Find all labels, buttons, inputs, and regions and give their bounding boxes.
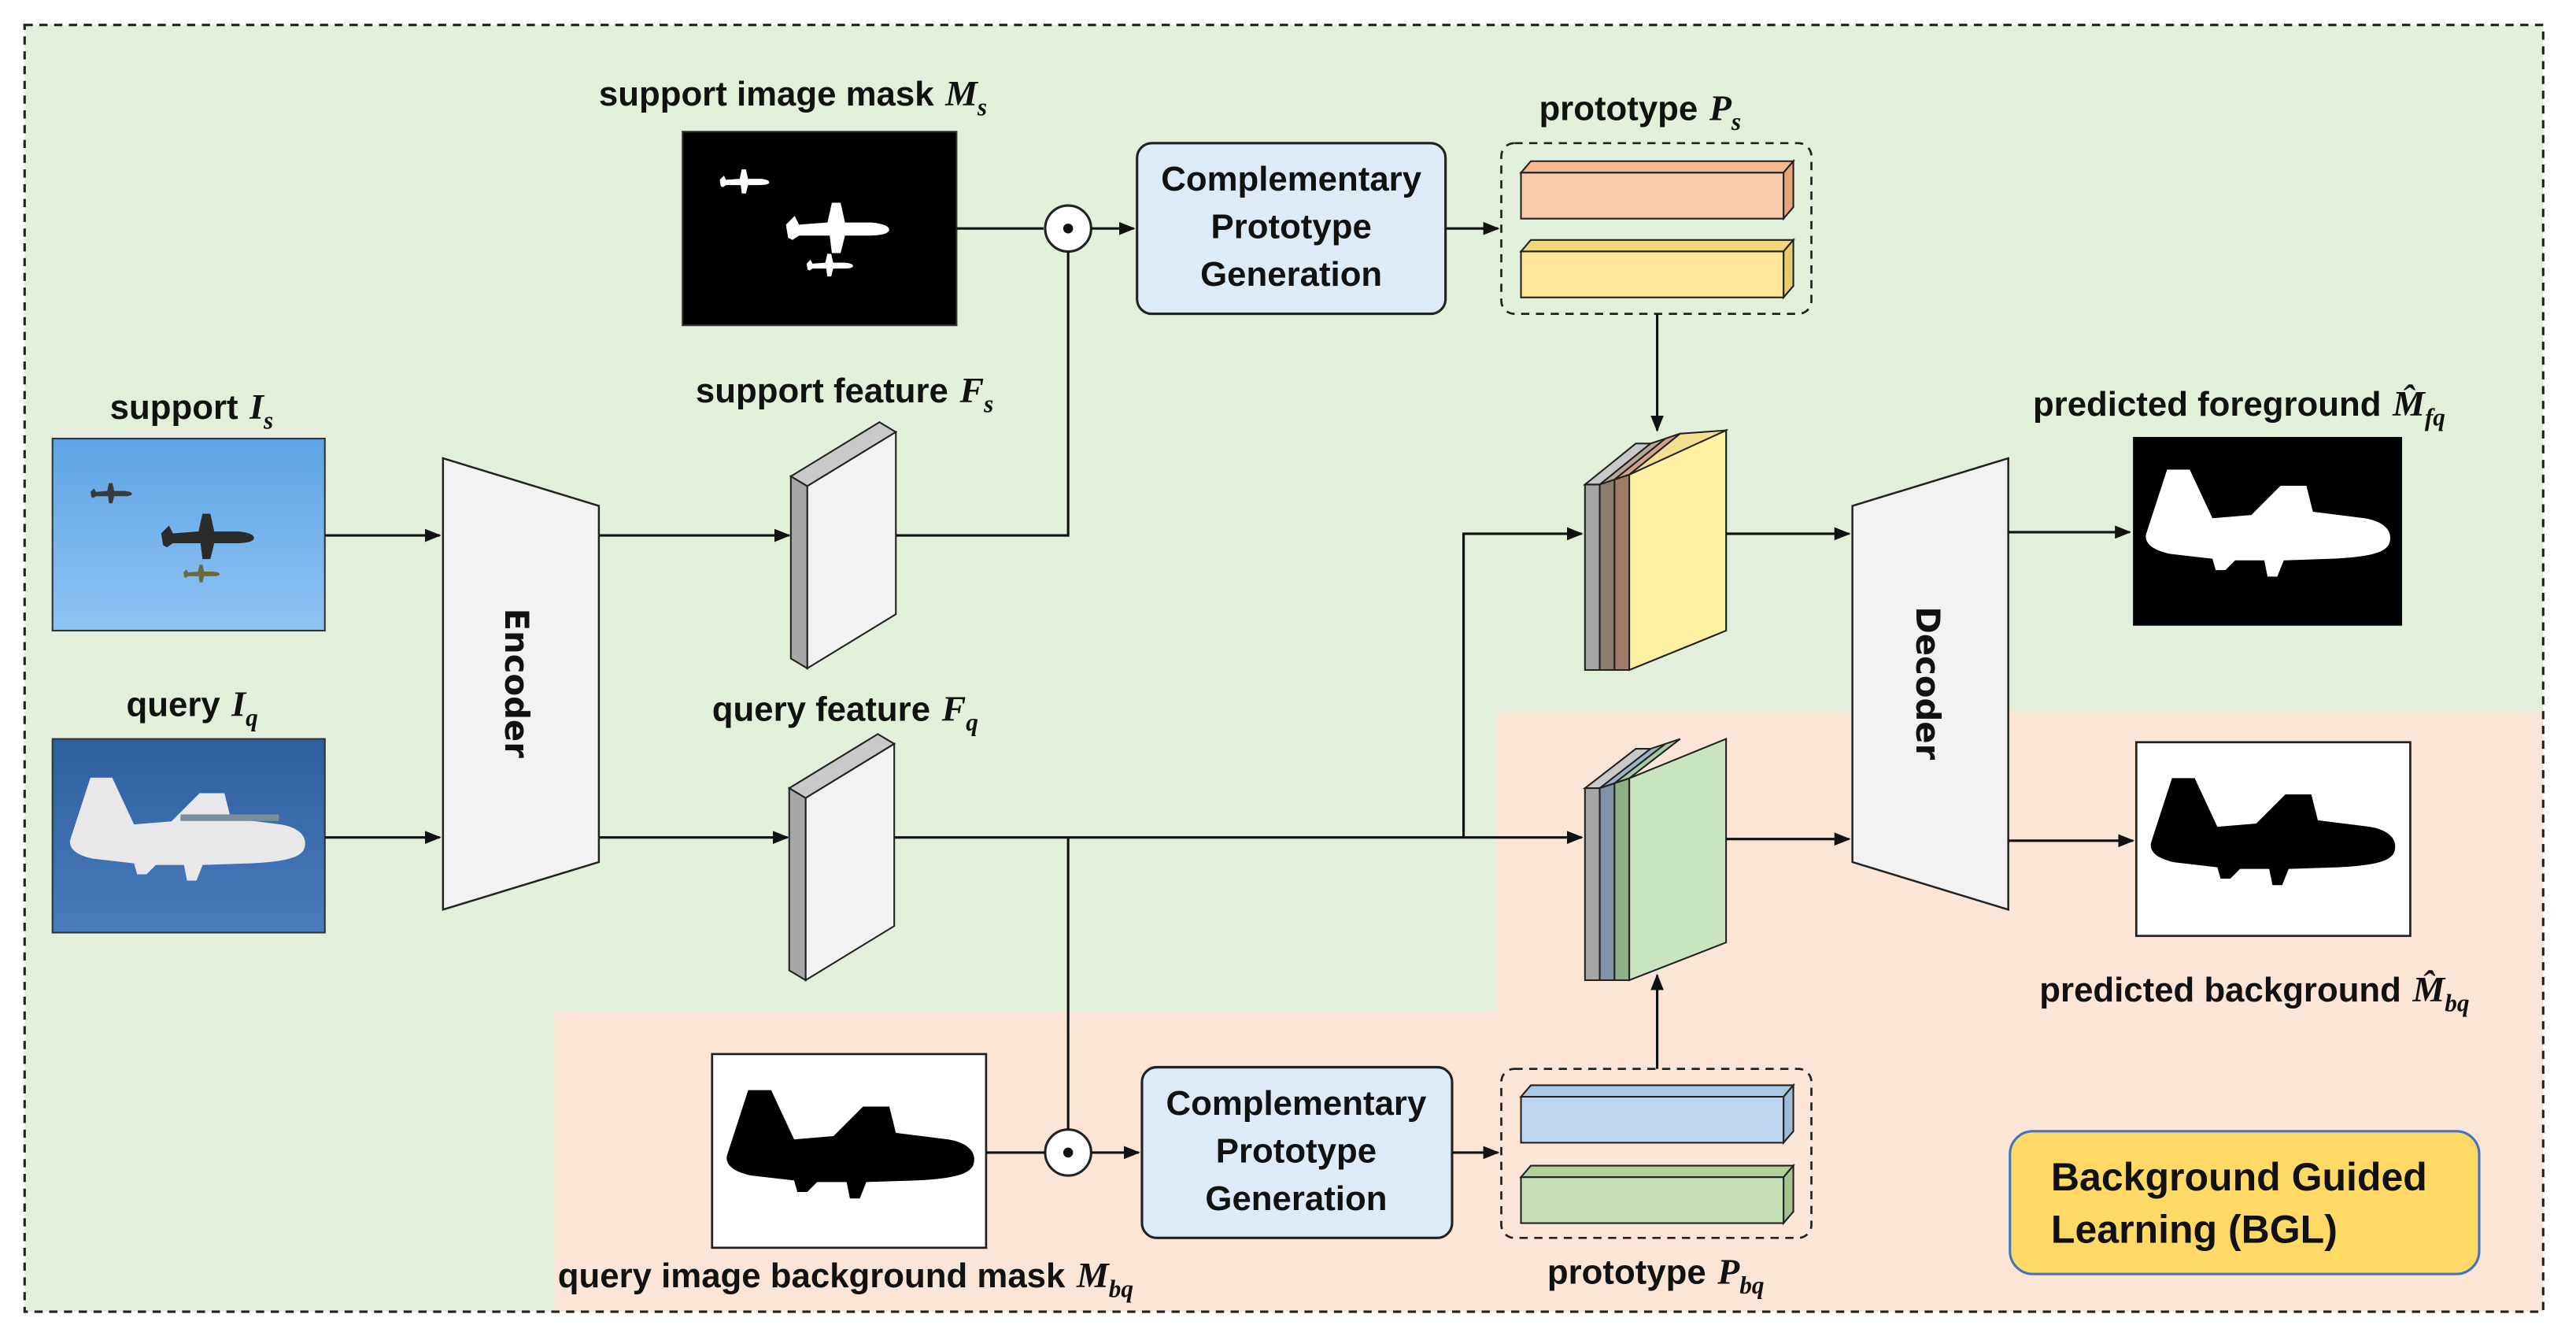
decoder-label: Decoder <box>1909 606 1947 760</box>
query-feature-map <box>787 733 896 982</box>
prototype-s-bar-2 <box>1519 237 1795 300</box>
prototype-bq-bar-2 <box>1519 1163 1795 1226</box>
prototype-bq-bar-1 <box>1519 1083 1795 1146</box>
encoder-label: Encoder <box>497 609 536 759</box>
cpg-top-box: Complementary Prototype Generation <box>1136 142 1447 316</box>
query-image <box>51 738 326 934</box>
fused-stack-foreground <box>1582 428 1729 672</box>
bgl-line-2: Learning (BGL) <box>2051 1208 2338 1252</box>
multiply-op-top <box>1044 204 1092 253</box>
cpg-bottom-line-2: Prototype <box>1216 1131 1377 1170</box>
decoder-block: Decoder <box>1851 457 2009 912</box>
query-bg-mask-image <box>711 1053 988 1249</box>
support-image <box>51 438 326 632</box>
bgl-line-1: Background Guided <box>2051 1155 2427 1199</box>
cpg-bottom-line-1: Complementary <box>1166 1084 1427 1123</box>
bgl-legend: Background Guided Learning (BGL) <box>2009 1130 2481 1275</box>
cpg-bottom-line-3: Generation <box>1205 1179 1387 1218</box>
cpg-top-line-1: Complementary <box>1161 160 1421 198</box>
support-mask-image <box>682 131 958 327</box>
connectors <box>324 221 2135 1160</box>
prototype-s-group <box>1500 142 1813 315</box>
cpg-top-line-3: Generation <box>1200 255 1382 294</box>
prototype-bq-group <box>1500 1068 1813 1239</box>
encoder-block: Encoder <box>442 457 601 912</box>
prototype-s-bar-1 <box>1519 158 1795 221</box>
cpg-bottom-box: Complementary Prototype Generation <box>1140 1065 1454 1239</box>
predicted-foreground-image <box>2133 436 2403 626</box>
multiply-op-bottom <box>1044 1128 1092 1177</box>
outer-border <box>23 24 2545 1313</box>
fused-stack-background <box>1582 738 1728 982</box>
predicted-background-image <box>2134 741 2412 938</box>
cpg-top-line-2: Prototype <box>1211 208 1372 246</box>
support-feature-map <box>789 420 898 670</box>
